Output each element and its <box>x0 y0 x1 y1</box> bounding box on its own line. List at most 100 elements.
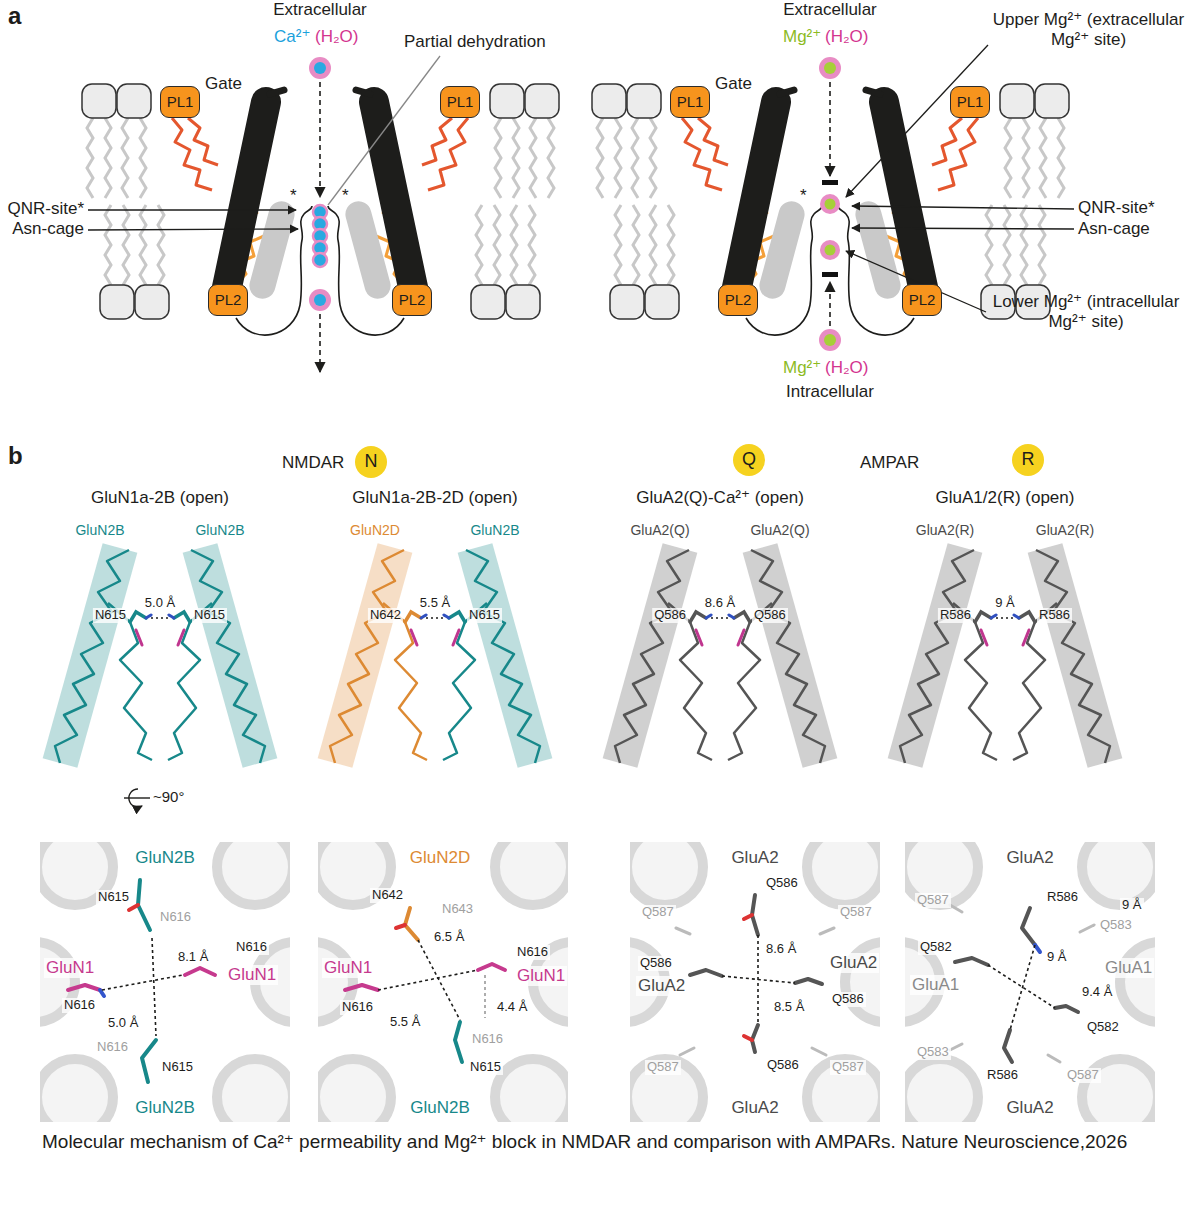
text-label: b <box>8 442 23 470</box>
distance-label: 9.4 Å <box>1080 985 1114 1000</box>
text-label: GluA1 <box>910 975 961 995</box>
text-label: GluN1 <box>44 958 96 978</box>
residue-stick <box>68 985 100 990</box>
text-label: Gate <box>715 74 752 94</box>
text-label: GluA1 <box>1103 958 1154 978</box>
text-label: GluN2B <box>73 522 126 538</box>
residue-label: N616 <box>62 998 97 1013</box>
residue-label: R586 <box>1037 608 1072 623</box>
text-label: * <box>342 186 349 206</box>
block-bar <box>822 272 838 277</box>
residue-stick <box>1004 1030 1012 1062</box>
residue-label: Q586 <box>638 956 674 971</box>
receptor-badge: N <box>355 446 387 478</box>
text-label: GluN2B <box>193 522 246 538</box>
text-label: QNR-site* <box>7 199 84 219</box>
distance-label: 9 Å <box>1120 898 1144 913</box>
residue-stick <box>142 1040 156 1082</box>
leader-arrow <box>846 251 986 312</box>
topview-sticks <box>68 880 1094 1082</box>
text-label: GluA2(Q) <box>748 522 811 538</box>
rotation-arc <box>129 789 142 807</box>
text-label: GluA2 <box>636 976 687 996</box>
residue-label: N616 <box>158 910 193 925</box>
distance-line <box>152 938 156 1036</box>
text-label: GluA2 <box>1004 1098 1055 1118</box>
lipid-label: PL1 <box>677 94 704 111</box>
residue-stick <box>1080 925 1094 932</box>
text-label: GluN1 <box>515 966 567 986</box>
ion-shell <box>309 57 331 79</box>
text-label: ~90° <box>153 788 184 805</box>
ion-shell <box>819 57 841 79</box>
residue-label: R586 <box>1045 890 1080 905</box>
residue-stick <box>455 1022 462 1062</box>
text-label: GluN2B <box>468 522 521 538</box>
lipid-label: PL2 <box>399 292 426 309</box>
residue-label: Q583 <box>915 1045 951 1060</box>
text-label: GluN1 <box>322 958 374 978</box>
residue-label: R586 <box>985 1068 1020 1083</box>
distance-line <box>426 617 444 619</box>
lipid-label: PL2 <box>725 292 752 309</box>
text-label: GluA2(Q)-Ca²⁺ (open) <box>636 488 804 508</box>
ion-shell <box>819 329 841 351</box>
residue-label: N616 <box>515 945 550 960</box>
text-label: (H₂O) <box>825 27 868 47</box>
text-label: a <box>8 2 21 30</box>
structure-panel <box>900 548 1110 763</box>
residue-stick <box>405 908 418 940</box>
text-label: * <box>290 186 297 206</box>
residue-tip <box>396 925 405 928</box>
residue-label: Q582 <box>918 940 954 955</box>
residue-stick <box>478 964 505 970</box>
text-label: NMDAR <box>282 453 344 473</box>
residue-stick <box>1048 1055 1060 1062</box>
lipid-box: PL1 <box>670 86 710 118</box>
residue-label: N642 <box>368 608 403 623</box>
text-label: AMPAR <box>860 453 919 473</box>
residue-label: Q587 <box>1065 1068 1101 1083</box>
residue-label: N616 <box>470 1032 505 1047</box>
residue-label: Q587 <box>645 1060 681 1075</box>
ca-ions <box>309 57 331 372</box>
leader-arrow <box>88 229 298 230</box>
distance-line <box>711 617 729 619</box>
distance-label: 5.5 Å <box>418 596 452 611</box>
residue-stick <box>345 985 378 990</box>
topview-bg <box>585 829 925 1135</box>
residue-label: Q586 <box>830 992 866 1007</box>
residue-stick <box>1055 1006 1078 1012</box>
residue-label: N642 <box>370 888 405 903</box>
distance-label: 5.0 Å <box>143 596 177 611</box>
residue-label: Q586 <box>764 876 800 891</box>
residue-label: Q586 <box>652 608 688 623</box>
ion-core <box>825 245 836 256</box>
figure-caption: Molecular mechanism of Ca²⁺ permeability… <box>42 1130 1152 1153</box>
distance-lines <box>102 935 1055 1036</box>
leader-arrow <box>852 206 1074 209</box>
distance-line <box>996 617 1014 619</box>
text-label: GluN1 <box>226 965 278 985</box>
helix-half <box>55 548 152 763</box>
distance-label: 9 Å <box>1045 950 1069 965</box>
text-label: GluN2D <box>408 848 472 868</box>
distance-line <box>151 617 169 619</box>
structure-panel <box>615 548 825 763</box>
text-label: Asn-cage <box>1078 219 1150 239</box>
distance-label: 5.5 Å <box>388 1015 422 1030</box>
lipid-label: PL2 <box>215 292 242 309</box>
lipid-box: PL1 <box>440 86 480 118</box>
badge-letter: Q <box>742 450 756 470</box>
helix-half <box>443 548 540 763</box>
residue-tip <box>744 1036 752 1040</box>
text-label: GluN2D <box>348 522 402 538</box>
text-label: Partial dehydration <box>404 32 546 52</box>
ion-shell <box>309 289 331 311</box>
badge-letter: R <box>1022 450 1035 470</box>
text-label: Asn-cage <box>12 219 84 239</box>
flow-arrow <box>319 314 321 372</box>
residue-stick <box>690 970 722 976</box>
residue-label: N616 <box>95 1040 130 1055</box>
lipid-box: PL1 <box>950 86 990 118</box>
